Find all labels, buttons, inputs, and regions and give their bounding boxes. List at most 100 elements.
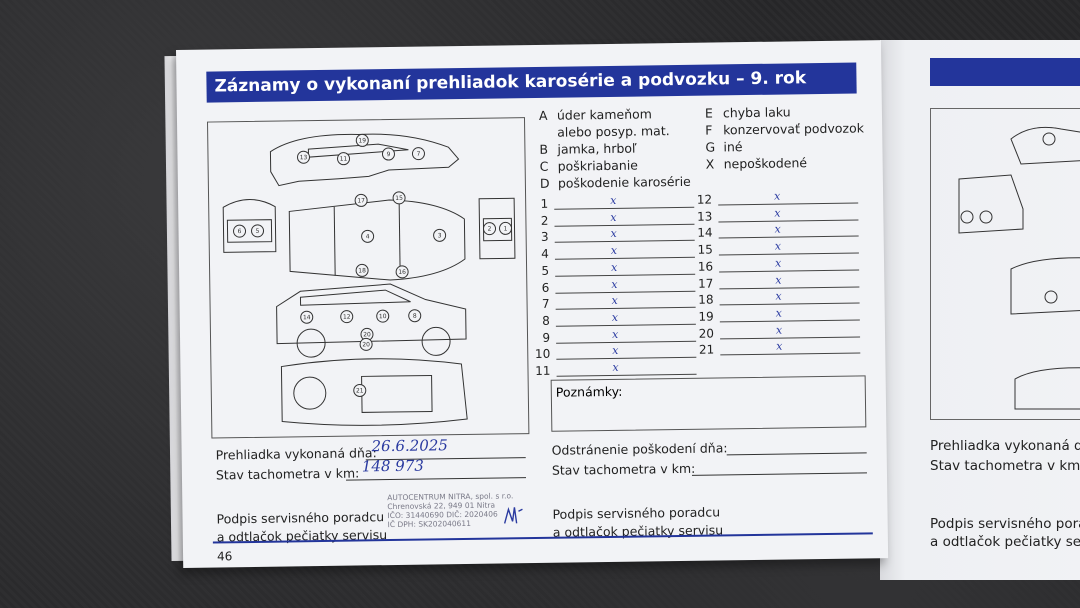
damage-row[interactable]: 18 x: [695, 290, 860, 309]
service-advisor-signature-label-1: Podpis servisného poradcu: [216, 509, 385, 527]
damage-row-mark: x: [610, 210, 617, 224]
svg-text:7: 7: [417, 151, 421, 158]
svg-text:12: 12: [343, 314, 351, 321]
right-signature-label-1: Podpis servisného poradcu: [930, 516, 1080, 532]
damage-row-mark: x: [775, 306, 783, 320]
damage-row-number: 3: [540, 230, 549, 245]
damage-row-line: [555, 306, 696, 310]
svg-text:18: 18: [358, 267, 366, 274]
legend-code: E: [704, 105, 713, 121]
repair-odometer-field[interactable]: Stav tachometra v km:: [552, 461, 867, 478]
odometer-field[interactable]: Stav tachometra v km:: [215, 465, 527, 483]
damage-row-mark: x: [612, 360, 619, 374]
legend-code: B: [539, 141, 549, 157]
damage-row[interactable]: 12 x: [694, 190, 859, 208]
damage-row-line: [718, 219, 859, 223]
damage-row-mark: x: [611, 327, 619, 341]
legend-text: úder kameňom: [556, 106, 652, 123]
svg-text:5: 5: [256, 228, 260, 235]
damage-row[interactable]: 19 x: [696, 306, 860, 325]
damage-row-mark: x: [774, 189, 781, 203]
inspection-date-field[interactable]: Prehliadka vykonaná dňa:: [216, 445, 526, 462]
page-title: Záznamy o vykonaní prehliadok karosérie …: [206, 62, 857, 103]
damage-row-line: [719, 319, 860, 323]
svg-text:8: 8: [413, 313, 417, 320]
svg-text:14: 14: [303, 314, 311, 321]
dealer-stamp: AUTOCENTRUM NITRA, spol. s r.o. Chrenovs…: [387, 491, 514, 529]
right-inspection-date-label: Prehliadka vykonaná dňa:: [930, 438, 1080, 454]
damage-row-mark: x: [775, 289, 782, 303]
damage-row-mark: x: [612, 344, 619, 358]
damage-row-mark: x: [774, 222, 781, 237]
legend-code: F: [705, 122, 713, 138]
legend-text: iné: [723, 139, 743, 155]
damage-row-mark: x: [776, 339, 783, 353]
right-page: Prehliadka vykonaná dňa: Stav tachometra…: [880, 40, 1080, 580]
svg-text:15: 15: [395, 195, 403, 202]
notes-label: Poznámky:: [555, 383, 623, 400]
damage-row-mark: x: [774, 256, 782, 270]
damage-row-line: [556, 373, 697, 377]
damage-row-number: 17: [697, 276, 714, 291]
damage-row-mark: x: [610, 227, 617, 241]
damage-row-number: 4: [541, 246, 549, 262]
legend-code: D: [539, 175, 550, 191]
damage-row-line: [555, 290, 696, 294]
page-number: 46: [216, 549, 233, 564]
damage-row-line: [555, 273, 696, 277]
handwritten-signature: [503, 507, 523, 524]
notes-box[interactable]: Poznámky:: [550, 375, 867, 432]
damage-row-line: [554, 256, 695, 260]
odometer-value: 148 973: [361, 456, 424, 476]
damage-row-number: 5: [541, 263, 550, 278]
damage-row-line: [554, 223, 695, 227]
svg-text:20: 20: [362, 341, 370, 348]
damage-row-number: 9: [542, 330, 551, 345]
legend-text: nepoškodené: [723, 155, 808, 172]
legend-text: chyba laku: [722, 104, 791, 121]
damage-row[interactable]: 15 x: [695, 240, 859, 259]
legend-code: C: [539, 158, 549, 174]
damage-row[interactable]: 16 x: [695, 256, 860, 275]
damage-row-number: 7: [541, 296, 550, 312]
repair-signature-label-1: Podpis servisného poradcu: [552, 504, 721, 522]
inspection-date-value: 26.6.2025: [371, 436, 449, 456]
damage-row-number: 1: [540, 196, 549, 211]
damage-row-number: 15: [697, 242, 713, 257]
damage-row-number: 16: [697, 259, 714, 274]
svg-text:11: 11: [340, 156, 348, 163]
damage-row-mark: x: [774, 239, 782, 253]
damage-row-number: 12: [696, 192, 713, 207]
left-page: Záznamy o vykonaní prehliadok karosérie …: [176, 40, 889, 568]
damage-row-number: 2: [540, 213, 549, 228]
damage-row-number: 18: [698, 292, 714, 307]
damage-row-line: [554, 240, 695, 244]
repair-date-field[interactable]: Odstránenie poškodení dňa:: [552, 440, 867, 458]
damage-row-mark: x: [774, 206, 781, 220]
right-page-diagram-box: [930, 108, 1080, 420]
svg-text:13: 13: [300, 154, 308, 161]
damage-row-line: [555, 323, 696, 327]
odometer-label: Stav tachometra v km:: [215, 465, 360, 483]
damage-row-number: 19: [698, 309, 714, 324]
damage-row-mark: x: [775, 323, 783, 337]
svg-text:19: 19: [358, 137, 366, 144]
damage-row-mark: x: [610, 260, 618, 274]
